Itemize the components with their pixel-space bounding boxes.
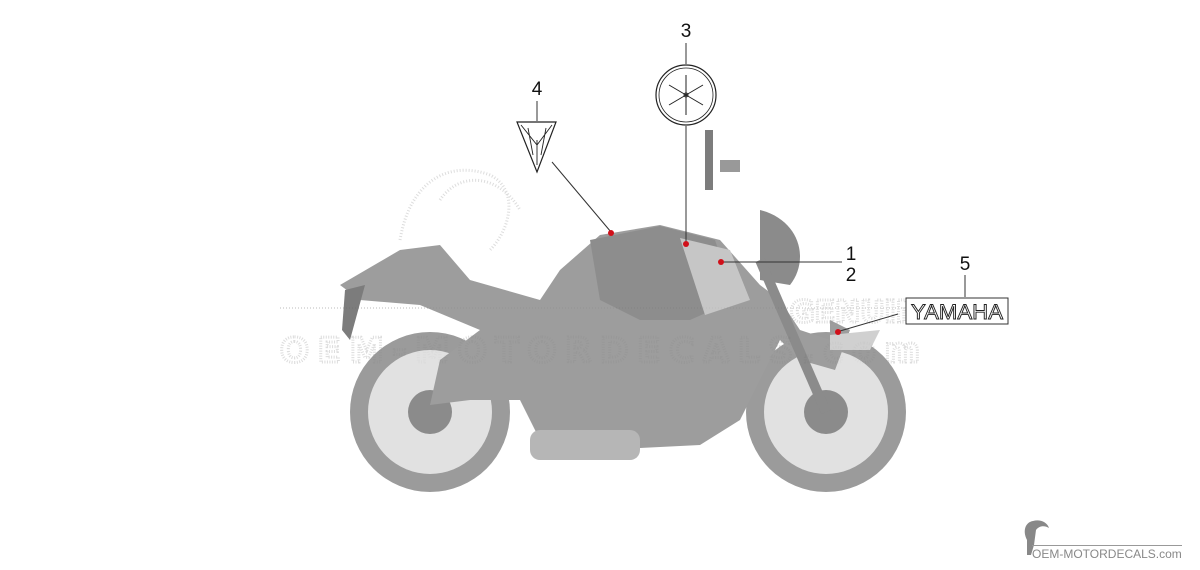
callout-number-4: 4 <box>532 79 543 100</box>
marker-dot <box>608 230 614 236</box>
marker-dot <box>683 241 689 247</box>
callout-number-1: 1 <box>846 244 857 265</box>
motorcycle-illustration <box>340 130 906 492</box>
yamaha-text: YAMAHA <box>911 301 1003 324</box>
callout-number-5: 5 <box>960 254 971 275</box>
callout-number-3: 3 <box>681 21 692 42</box>
marker-dot <box>718 259 724 265</box>
callout-number-2: 2 <box>846 265 857 286</box>
callout-4: 4 <box>516 79 614 236</box>
callout-5: 5 YAMAHA <box>835 254 1009 335</box>
marker-dot <box>835 329 841 335</box>
brand-bird-icon <box>1024 520 1049 555</box>
decal-3-tuning-fork-emblem[interactable] <box>655 64 717 126</box>
decal-4-mt-emblem[interactable] <box>516 121 557 174</box>
callout-3: 3 <box>655 21 717 247</box>
footer-brand: OEM-MOTORDECALS.com <box>1032 545 1182 561</box>
callout-1-2: 1 2 <box>718 244 856 286</box>
decal-5-yamaha-logo[interactable]: YAMAHA <box>905 297 1009 325</box>
